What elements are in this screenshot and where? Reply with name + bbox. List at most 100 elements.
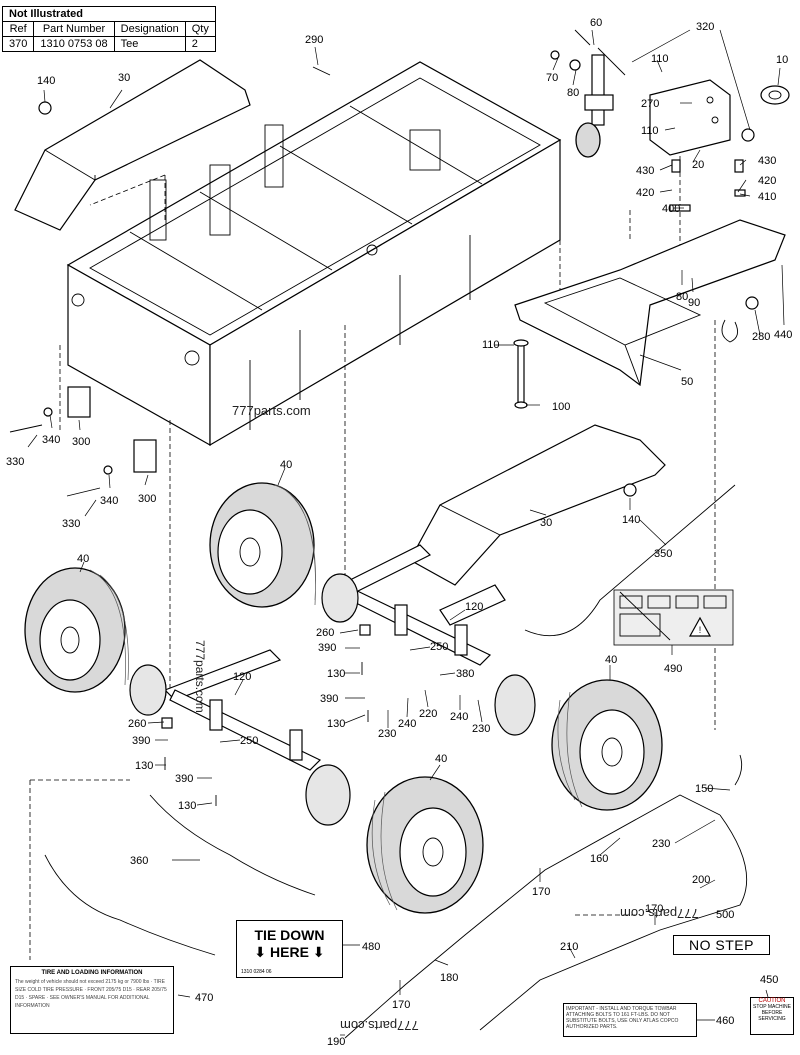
fender-left: [14, 59, 251, 231]
callout-330: 330: [62, 518, 80, 530]
callout-230: 230: [378, 728, 396, 740]
callout-230: 230: [472, 723, 490, 735]
callout-420: 420: [758, 175, 776, 187]
callout-280: 280: [752, 331, 770, 343]
tie-down-here-text: HERE: [270, 944, 309, 960]
callout-160: 160: [590, 853, 608, 865]
brake-lines: [44, 484, 748, 1039]
caution-decal: CAUTION STOP MACHINE BEFORE SERVICING: [750, 997, 794, 1035]
callout-20: 20: [692, 159, 704, 171]
callout-430: 430: [758, 155, 776, 167]
callout-30: 30: [118, 72, 130, 84]
callout-110: 110: [651, 53, 669, 65]
column-header: Qty: [184, 21, 216, 37]
cell-designation: Tee: [113, 36, 186, 52]
callout-390: 390: [320, 693, 338, 705]
callout-480: 480: [362, 941, 380, 953]
callout-130: 130: [178, 800, 196, 812]
tie-down-part-number: 1310 0284 06: [241, 969, 272, 975]
alignment-lines: [29, 140, 716, 960]
callout-40: 40: [605, 654, 617, 666]
callout-220: 220: [419, 708, 437, 720]
hardware-bolts: [9, 47, 759, 806]
mounting-bracket: [649, 79, 731, 156]
callout-110: 110: [641, 125, 659, 137]
callout-290: 290: [305, 34, 323, 46]
fender-right: [409, 424, 666, 586]
caution-body: STOP MACHINE BEFORE SERVICING: [753, 1004, 791, 1022]
callout-390: 390: [175, 773, 193, 785]
callout-260: 260: [316, 627, 334, 639]
decal-pictograms: !: [613, 589, 734, 646]
callout-200: 200: [692, 874, 710, 886]
column-header: Designation: [113, 21, 186, 37]
callout-320: 320: [696, 21, 714, 33]
callout-80: 80: [676, 291, 688, 303]
lunette-eye: [760, 85, 790, 105]
important-torque-decal: IMPORTANT - INSTALL AND TORQUE TOWBAR AT…: [563, 1003, 697, 1037]
callout-40: 40: [435, 753, 447, 765]
tire-loading-title: TIRE AND LOADING INFORMATION: [41, 970, 143, 976]
callout-260: 260: [128, 718, 146, 730]
leader-lines: [27, 29, 785, 1036]
tire-loading-body: The weight of vehicle should not exceed …: [15, 979, 167, 1009]
callout-130: 130: [327, 718, 345, 730]
callout-70: 70: [546, 72, 558, 84]
cell-ref: 370: [1, 36, 35, 52]
watermark: 777parts.com: [340, 1018, 419, 1033]
callout-330: 330: [6, 456, 24, 468]
callout-500: 500: [716, 909, 734, 921]
callout-270: 270: [641, 98, 659, 110]
callout-430: 430: [636, 165, 654, 177]
callout-150: 150: [695, 783, 713, 795]
callout-10: 10: [776, 54, 788, 66]
callout-130: 130: [135, 760, 153, 772]
callout-180: 180: [440, 972, 458, 984]
mounting-blocks: [67, 386, 157, 473]
callout-170: 170: [392, 999, 410, 1011]
tire-right-bottom: [366, 776, 484, 914]
caution-title: CAUTION: [758, 998, 786, 1004]
callout-240: 240: [450, 711, 468, 723]
callout-390: 390: [318, 642, 336, 654]
jack-stand: [574, 29, 614, 158]
callout-300: 300: [138, 493, 156, 505]
callout-40: 40: [77, 553, 89, 565]
column-header: Ref: [1, 21, 35, 37]
callout-170: 170: [532, 886, 550, 898]
callout-140: 140: [37, 75, 55, 87]
callout-300: 300: [72, 436, 90, 448]
callout-30: 30: [540, 517, 552, 529]
callout-numbers: 10 20 30 30 40 40 40 40 50 60 70 80 80 9…: [6, 17, 792, 1048]
callout-60: 60: [590, 17, 602, 29]
callout-120: 120: [465, 601, 483, 613]
towbar: [514, 219, 786, 387]
arrow-down-icon: ⬇: [254, 944, 267, 960]
table-row: 370 1310 0753 08 Tee 2: [1, 36, 216, 52]
cell-qty: 2: [184, 36, 216, 52]
callout-100: 100: [552, 401, 570, 413]
callout-90: 90: [688, 297, 700, 309]
callout-250: 250: [430, 641, 448, 653]
tire-right-top: [551, 679, 663, 811]
tire-loading-decal: TIRE AND LOADING INFORMATION The weight …: [10, 966, 174, 1034]
callout-110: 110: [482, 339, 500, 351]
callout-50: 50: [681, 376, 693, 388]
svg-text:!: !: [699, 625, 702, 635]
column-header: Part Number: [33, 21, 115, 37]
watermark: 777parts.com: [193, 640, 207, 713]
callout-440: 440: [774, 329, 792, 341]
hub-drums: [129, 573, 359, 716]
callout-350: 350: [654, 548, 672, 560]
axle-front: [326, 544, 536, 736]
table-title: Not Illustrated: [2, 6, 216, 22]
callout-230: 230: [652, 838, 670, 850]
no-step-decal: NO STEP: [673, 935, 770, 955]
cell-part-number: 1310 0753 08: [33, 36, 115, 52]
callout-390: 390: [132, 735, 150, 747]
callout-340: 340: [42, 434, 60, 446]
watermark: 777parts.com: [232, 403, 311, 418]
callout-130: 130: [327, 668, 345, 680]
not-illustrated-table: Not Illustrated Ref Part Number Designat…: [1, 6, 216, 52]
